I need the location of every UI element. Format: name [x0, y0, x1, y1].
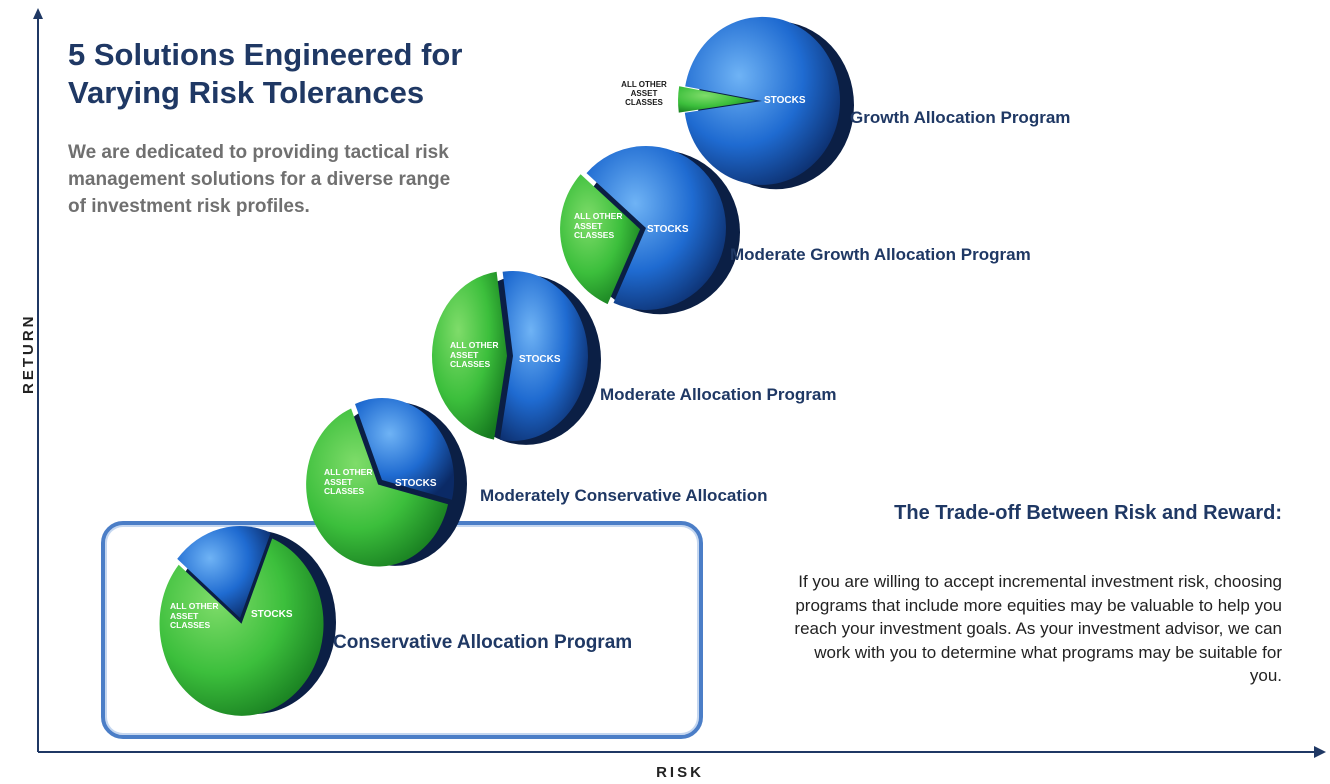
program-label: Growth Allocation Program — [850, 108, 1071, 127]
other-asset-slice — [431, 271, 507, 440]
x-axis-arrow — [1314, 746, 1326, 758]
tradeoff-title: The Trade-off Between Risk and Reward: — [894, 502, 1282, 524]
other-slice-label: ALL OTHER ASSET CLASSES — [170, 601, 219, 630]
intro-text: We are dedicated to providing tactical r… — [68, 142, 451, 217]
stocks-slice-label: STOCKS — [764, 95, 806, 106]
pie-chart — [678, 16, 854, 190]
pie-chart — [306, 398, 467, 567]
program-label: Moderate Growth Allocation Program — [730, 245, 1031, 264]
other-asset-slice — [159, 538, 324, 716]
tradeoff-body: If you are willing to accept incremental… — [794, 572, 1282, 685]
stocks-slice — [684, 16, 841, 185]
y-axis-arrow — [33, 8, 43, 19]
stocks-slice-label: STOCKS — [647, 224, 689, 235]
stocks-slice — [177, 526, 271, 618]
other-slice-label: ALL OTHER ASSET CLASSES — [324, 467, 373, 496]
program-label: Moderate Allocation Program — [600, 385, 837, 404]
page-title: 5 Solutions Engineered for Varying Risk … — [68, 37, 463, 110]
program-label: Moderately Conservative Allocation — [480, 486, 768, 505]
stocks-slice — [500, 270, 588, 441]
other-asset-slice — [678, 86, 756, 113]
other-slice-label: ALL OTHER ASSET CLASSES — [450, 340, 499, 369]
stocks-slice — [586, 145, 726, 310]
other-slice-label: ALL OTHER ASSET CLASSES — [574, 211, 623, 240]
stocks-slice — [355, 398, 455, 500]
other-asset-slice — [306, 408, 448, 567]
pie-chart — [560, 145, 740, 315]
other-asset-slice — [560, 174, 641, 305]
other-slice-label: ALL OTHER ASSET CLASSES — [621, 80, 667, 107]
stocks-slice-label: STOCKS — [251, 609, 293, 620]
x-axis-label: RISK — [656, 764, 704, 781]
stocks-slice-label: STOCKS — [519, 354, 561, 365]
pie-chart — [159, 526, 336, 716]
stocks-slice-label: STOCKS — [395, 478, 437, 489]
program-label: Conservative Allocation Program — [333, 632, 633, 653]
pie-chart — [431, 270, 601, 445]
